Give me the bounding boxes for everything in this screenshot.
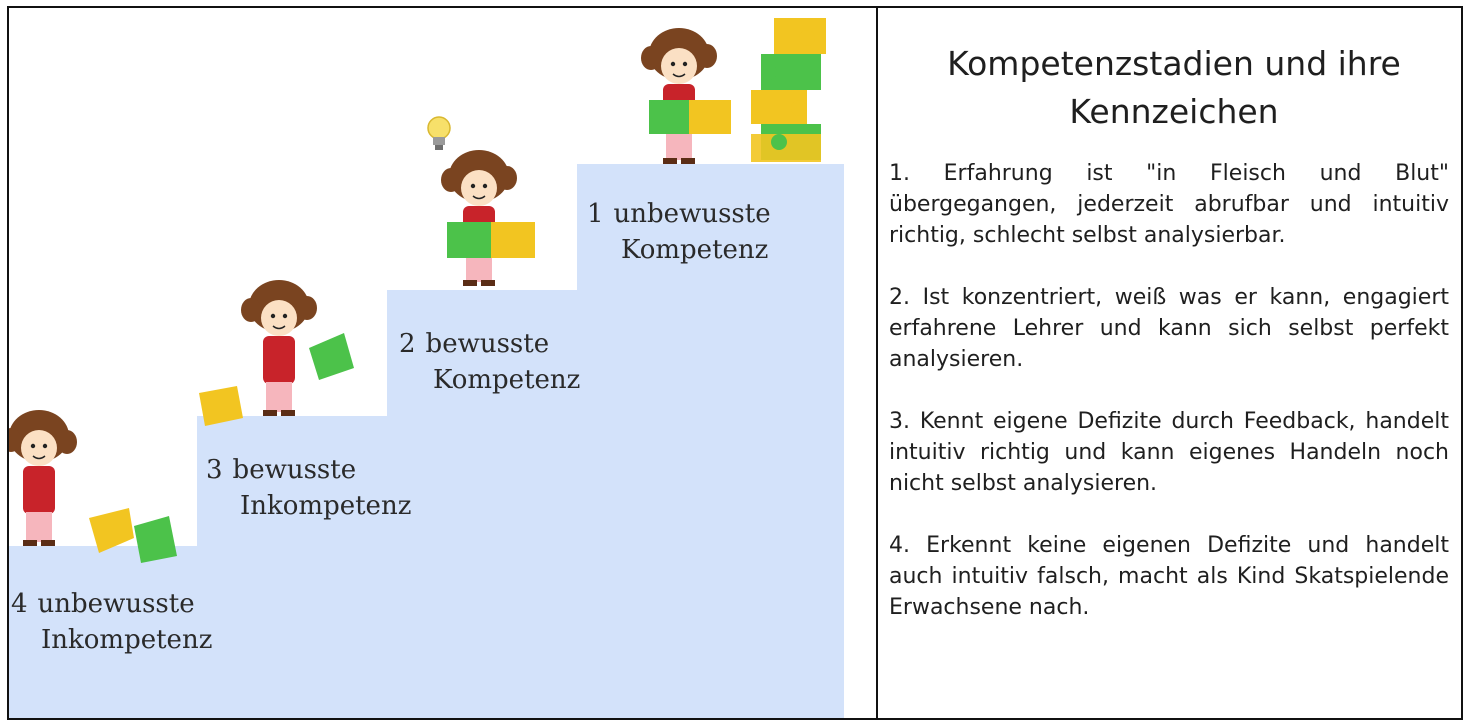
stage-1-number: 1 xyxy=(587,199,604,229)
stage-4-label: 4 unbewusste Inkompetenz xyxy=(11,586,212,658)
description-item-1: 1. Erfahrung ist "in Fleisch und Blut" ü… xyxy=(889,161,1449,248)
panel-title: Kompetenzstadien und ihre Kennzeichen xyxy=(947,44,1401,131)
puzzle-piece-icon xyxy=(89,508,134,553)
description-item-2: 2. Ist konzentriert, weiß was er kann, e… xyxy=(889,285,1449,372)
stage-4-number: 4 xyxy=(11,589,28,619)
lightbulb-icon xyxy=(427,116,451,150)
stage-3-label: 3 bewusste Inkompetenz xyxy=(206,452,411,524)
panel-divider xyxy=(876,6,878,720)
staircase xyxy=(9,164,844,718)
stairs-illustration xyxy=(9,18,844,718)
description-item-3: 3. Kennt eigene Defizite durch Feedback,… xyxy=(889,409,1449,496)
description-panel: Kompetenzstadien und ihre Kennzeichen 1.… xyxy=(889,40,1459,654)
girl-figure-icon xyxy=(441,150,517,286)
stage-2-line2: Kompetenz xyxy=(433,365,581,395)
puzzle-piece-icon xyxy=(447,222,491,258)
stage-1-line2: Kompetenz xyxy=(621,235,769,265)
stage-2-line1: bewusste xyxy=(425,329,550,359)
stairs-diagram: 1 unbewusste Kompetenz 2 bewusste Kompeten… xyxy=(9,8,844,718)
puzzle-piece-icon xyxy=(649,100,689,134)
puzzle-piece-icon xyxy=(491,222,535,258)
stage-2-number: 2 xyxy=(399,329,416,359)
stage-4-line1: unbewusste xyxy=(37,589,195,619)
girl-figure-icon xyxy=(641,28,717,164)
girl-figure-icon xyxy=(9,410,77,546)
puzzle-piece-icon xyxy=(134,516,177,563)
puzzle-piece-icon xyxy=(689,100,731,134)
stage-3-line2: Inkompetenz xyxy=(240,491,412,521)
stage-1-label: 1 unbewusste Kompetenz xyxy=(587,196,771,268)
stage-1-line1: unbewusste xyxy=(613,199,771,229)
stage-3-line1: bewusste xyxy=(232,455,357,485)
puzzle-stack xyxy=(751,18,826,162)
stage-3-number: 3 xyxy=(206,455,223,485)
puzzle-piece-icon xyxy=(309,333,354,380)
girl-figure-icon xyxy=(241,280,317,416)
stage-4-line2: Inkompetenz xyxy=(41,625,213,655)
stage-2-label: 2 bewusste Kompetenz xyxy=(399,326,580,398)
description-item-4: 4. Erkennt keine eigenen Defizite und ha… xyxy=(889,533,1449,620)
puzzle-piece-icon xyxy=(199,386,243,426)
